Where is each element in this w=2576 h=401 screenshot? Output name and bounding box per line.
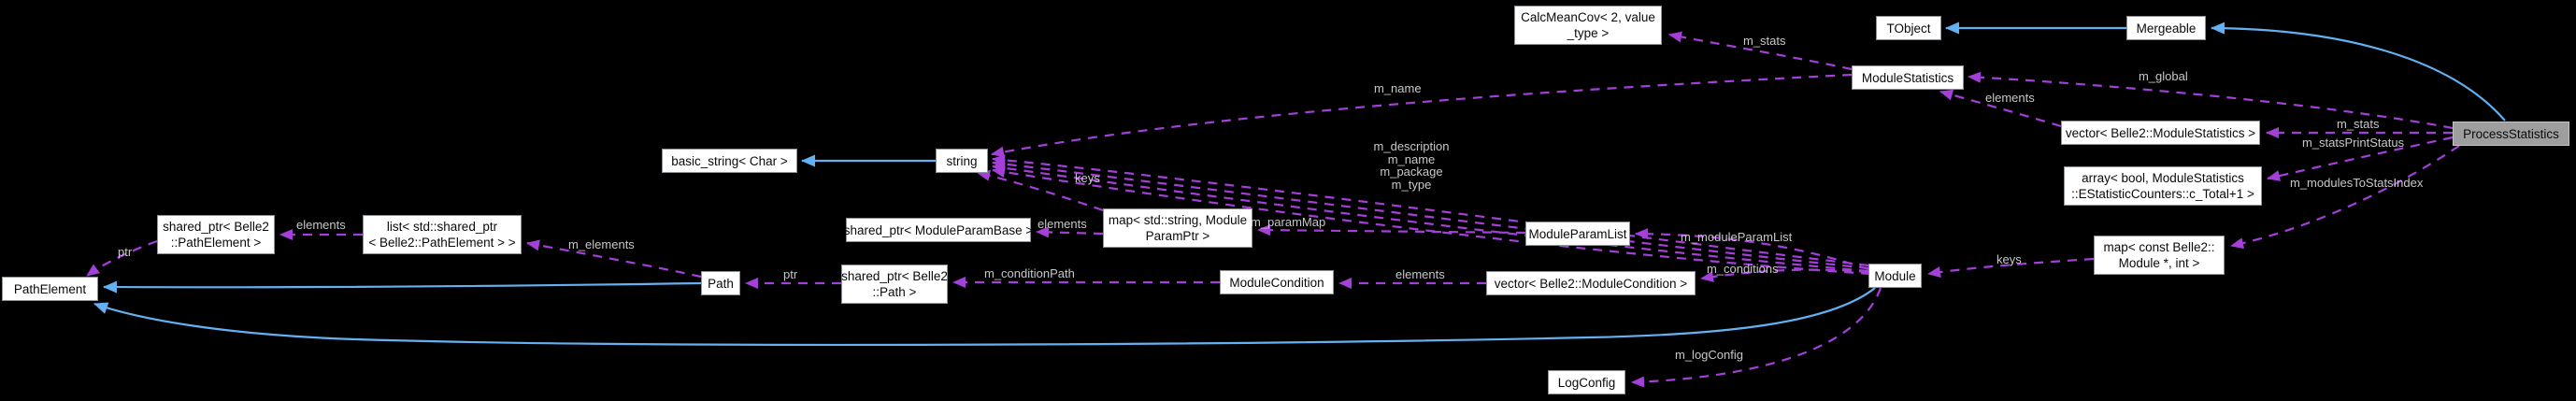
class-node-label: basic_string< Char > — [671, 153, 788, 168]
class-node-string[interactable]: string — [936, 149, 988, 173]
class-node-label: ModuleStatistics — [1861, 70, 1954, 85]
usage-edge-keys-to-string — [977, 169, 1104, 212]
usage-edge-elements-to-shared-ptr-moduleparambase — [1036, 226, 1104, 238]
class-node-list-shared-ptr-pathelement[interactable]: list< std::shared_ptr< Belle2::PathEleme… — [363, 215, 522, 254]
inheritance-edge-path-to-pathelement — [103, 280, 702, 294]
class-node-label: array< bool, ModuleStatistics — [2082, 171, 2244, 185]
class-node-module[interactable]: Module — [1868, 264, 1922, 288]
class-node-pathelement[interactable]: PathElement — [2, 277, 98, 301]
usage-edge-m-parammap-to-map — [1257, 224, 1526, 236]
class-node-array-bool-modulestatistics[interactable]: array< bool, ModuleStatistics::EStatisti… — [2064, 166, 2262, 206]
usage-edge-m-statsprintstatus-to-array — [2267, 136, 2454, 181]
class-node-label: Mergeable — [2136, 21, 2197, 36]
class-node-vector-modulestatistics[interactable]: vector< Belle2::ModuleStatistics > — [2061, 121, 2260, 145]
class-node-label: map< std::string, Module — [1108, 213, 1248, 227]
class-node-label: PathElement — [13, 281, 87, 296]
class-node-label: CalcMeanCov< 2, value — [1521, 10, 1655, 24]
class-node-path[interactable]: Path — [701, 271, 740, 295]
usage-edge-module-to-string-1 — [992, 154, 1869, 267]
usage-edge-module-to-string-2 — [992, 158, 1869, 270]
class-node-label: ModuleParamList — [1528, 226, 1627, 241]
usage-edge-module-to-string-4 — [992, 166, 1871, 276]
class-node-label: shared_ptr< Belle2 — [841, 269, 948, 283]
class-node-shared-ptr-path[interactable]: shared_ptr< Belle2::Path > — [841, 265, 948, 304]
class-node-map-module-int[interactable]: map< const Belle2::Module *, int > — [2094, 236, 2225, 275]
class-node-mergeable[interactable]: Mergeable — [2126, 16, 2206, 40]
usage-edge-m-logconfig-to-logconfig — [1631, 287, 1882, 388]
class-node-label: TObject — [1886, 21, 1931, 36]
usage-edge-m-moduleparamlist-to-moduleparamlist — [1635, 228, 1869, 271]
usage-edge-elements-to-modulestatistics — [1939, 89, 2062, 128]
class-node-label: Module — [1874, 268, 1916, 283]
class-node-vector-modulecondition[interactable]: vector< Belle2::ModuleCondition > — [1486, 271, 1696, 295]
inheritance-edge-module-to-pathelement — [93, 287, 1876, 347]
class-node-processstatistics: ProcessStatistics — [2453, 122, 2569, 146]
usage-edge-keys-to-module — [1927, 257, 2095, 278]
class-node-label: shared_ptr< ModuleParamBase > — [843, 222, 1034, 237]
class-node-label: LogConfig — [1557, 375, 1616, 390]
class-node-label: ProcessStatistics — [2463, 126, 2559, 141]
class-node-label: ::Path > — [872, 285, 917, 299]
class-node-label: shared_ptr< Belle2 — [163, 220, 269, 234]
class-node-label: ::PathElement > — [170, 236, 262, 250]
class-node-modulecondition[interactable]: ModuleCondition — [1220, 270, 1334, 294]
class-node-basic-string-char[interactable]: basic_string< Char > — [662, 149, 797, 173]
class-node-label: ParamPtr > — [1145, 229, 1210, 243]
class-node-logconfig[interactable]: LogConfig — [1548, 370, 1625, 394]
class-node-label: Module *, int > — [2118, 256, 2200, 270]
class-node-label: Path — [708, 276, 734, 291]
usage-edge-m-stats-to-calcmeancov — [1668, 31, 1853, 71]
class-node-label: ModuleCondition — [1229, 275, 1324, 290]
class-node-shared-ptr-pathelement[interactable]: shared_ptr< Belle2::PathElement > — [157, 215, 275, 254]
usage-edge-m-modulestostatsindex-to-map-module-int — [2230, 145, 2460, 250]
class-node-label: string — [946, 153, 978, 168]
class-node-label: < Belle2::PathElement > > — [368, 236, 516, 250]
class-node-label: _type > — [1567, 26, 1610, 40]
class-node-label: ::EStatisticCounters::c_Total+1 > — [2071, 187, 2254, 201]
usage-edge-module-to-string-3 — [992, 162, 1869, 273]
usage-edge-m-global-to-modulestatistics — [1968, 71, 2454, 130]
usage-edge-m-name-to-string — [991, 73, 1853, 158]
usage-edge-ptr-to-pathelement — [86, 239, 158, 277]
class-node-label: list< std::shared_ptr — [386, 220, 498, 234]
class-node-shared-ptr-moduleparambase[interactable]: shared_ptr< ModuleParamBase > — [843, 218, 1034, 242]
usage-edge-m-elements-to-list — [526, 239, 702, 279]
class-node-label: map< const Belle2:: — [2103, 240, 2215, 254]
class-node-label: vector< Belle2::ModuleStatistics > — [2065, 125, 2256, 140]
class-node-moduleparamlist[interactable]: ModuleParamList — [1525, 222, 1630, 246]
inheritance-edge-processstatistics-to-mergeable — [2211, 21, 2506, 122]
usage-edge-m-conditions-to-vector-modulecondition — [1700, 268, 1869, 282]
class-node-tobject[interactable]: TObject — [1876, 16, 1941, 40]
class-node-calcmeancov[interactable]: CalcMeanCov< 2, value _type > — [1514, 6, 1662, 45]
class-node-modulestatistics[interactable]: ModuleStatistics — [1852, 65, 1964, 90]
class-node-label: vector< Belle2::ModuleCondition > — [1494, 276, 1688, 291]
